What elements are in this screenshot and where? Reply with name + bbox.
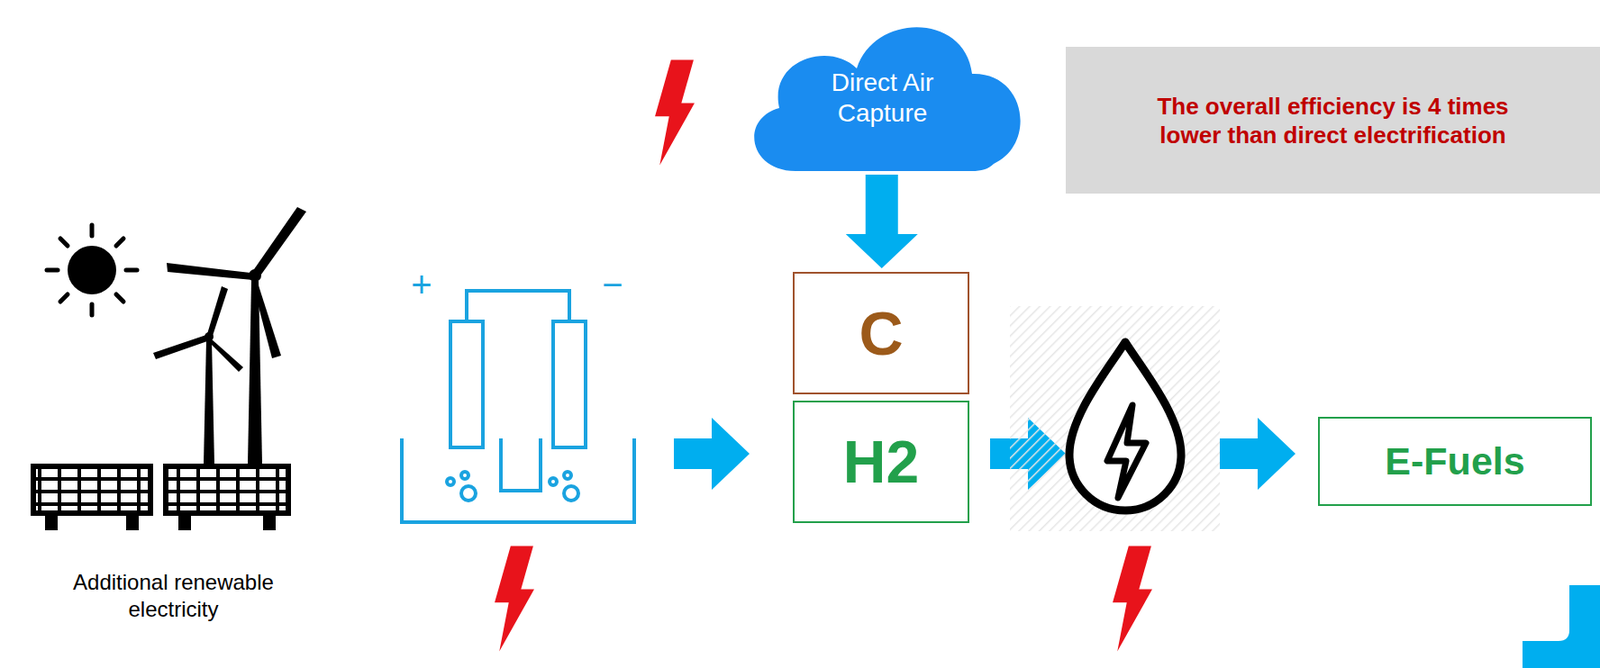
node-text: Direct Air Capture <box>788 67 978 129</box>
cloud-outline <box>754 27 1020 172</box>
carbon-box: C <box>792 272 970 395</box>
node-text: E-Fuels <box>1384 439 1525 484</box>
corner-mark <box>1522 585 1600 668</box>
plus-sign: + <box>403 266 440 303</box>
note-box: The overall efficiency is 4 times lower … <box>1065 46 1600 194</box>
sun-icon <box>46 225 137 316</box>
hydrogen-box: H2 <box>792 400 970 524</box>
cloud-node: Direct Air Capture <box>732 0 1033 184</box>
electrolyser-icon <box>401 290 635 523</box>
node-text: C <box>858 298 903 369</box>
lightning-bolt <box>494 545 535 652</box>
flow-arrow <box>845 174 919 269</box>
caption-label: Additional renewable electricity <box>36 569 311 624</box>
lightning-bolt <box>654 59 695 165</box>
minus-sign: − <box>594 266 631 303</box>
node-text: The overall efficiency is 4 times lower … <box>1128 91 1537 150</box>
solar-panel-icon <box>30 463 291 531</box>
lightning-bolt <box>1112 545 1153 652</box>
node-text: H2 <box>843 427 919 497</box>
hatch-ground <box>1009 306 1220 532</box>
efuels-box: E-Fuels <box>1318 417 1592 507</box>
wind-turbine-icon <box>153 207 307 464</box>
fuel-drop-icon <box>1069 342 1182 511</box>
